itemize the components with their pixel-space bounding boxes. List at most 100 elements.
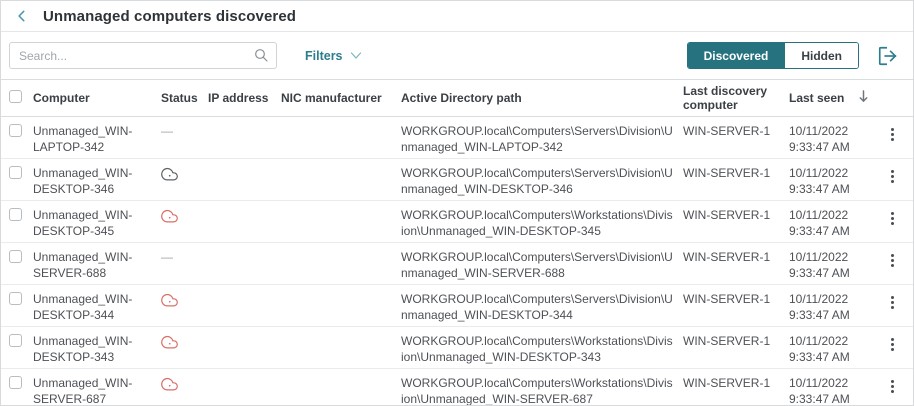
table-body: Unmanaged_WIN-LAPTOP-342 — WORKGROUP.loc…: [1, 117, 913, 405]
ad-path-cell: WORKGROUP.local\Computers\Servers\Divisi…: [401, 124, 673, 154]
last-discovery-computer-cell: WIN-SERVER-1: [683, 208, 771, 222]
row-checkbox[interactable]: [9, 166, 22, 179]
chevron-left-icon: [18, 10, 25, 22]
status-cell: —: [161, 165, 208, 185]
computer-name-cell: Unmanaged_WIN-DESKTOP-343: [33, 334, 133, 364]
last-discovery-computer-cell: WIN-SERVER-1: [683, 166, 771, 180]
column-header-last-seen[interactable]: Last seen: [789, 90, 881, 106]
last-seen-time: 9:33:47 AM: [789, 182, 850, 196]
last-discovery-computer-cell: WIN-SERVER-1: [683, 124, 771, 138]
table-header: Computer Status IP address NIC manufactu…: [1, 80, 913, 117]
status-cell: —: [161, 375, 208, 395]
row-checkbox[interactable]: [9, 208, 22, 221]
row-select-cell: [9, 333, 33, 351]
last-discovery-computer-cell: WIN-SERVER-1: [683, 334, 771, 348]
export-button[interactable]: [877, 45, 899, 67]
back-button[interactable]: [13, 7, 31, 25]
status-cell: —: [161, 207, 208, 227]
last-seen-time: 9:33:47 AM: [789, 140, 850, 154]
row-checkbox[interactable]: [9, 292, 22, 305]
column-header-last-discovery-computer[interactable]: Last discovery computer: [683, 84, 768, 112]
last-seen-date: 10/11/2022: [789, 292, 849, 306]
last-seen-date: 10/11/2022: [789, 250, 849, 264]
toggle-hidden-button[interactable]: Hidden: [784, 43, 858, 68]
row-checkbox[interactable]: [9, 124, 22, 137]
row-menu-button[interactable]: [884, 125, 900, 144]
last-seen-time: 9:33:47 AM: [789, 308, 850, 322]
last-seen-time: 9:33:47 AM: [789, 350, 850, 364]
last-seen-time: 9:33:47 AM: [789, 224, 850, 238]
row-menu-cell: [881, 207, 913, 228]
row-menu-button[interactable]: [884, 377, 900, 396]
view-toggle: Discovered Hidden: [686, 42, 859, 69]
last-discovery-computer-cell: WIN-SERVER-1: [683, 376, 771, 390]
status-none-dash: —: [161, 124, 173, 138]
toggle-discovered-button[interactable]: Discovered: [687, 43, 785, 68]
row-menu-button[interactable]: [884, 335, 900, 354]
last-seen-cell: 10/11/2022 9:33:47 AM: [789, 291, 881, 323]
computer-name-cell: Unmanaged_WIN-DESKTOP-345: [33, 208, 133, 238]
row-menu-button[interactable]: [884, 209, 900, 228]
column-header-computer[interactable]: Computer: [33, 91, 90, 105]
ad-path-cell: WORKGROUP.local\Computers\Workstations\D…: [401, 334, 673, 364]
last-seen-date: 10/11/2022: [789, 376, 849, 390]
last-seen-cell: 10/11/2022 9:33:47 AM: [789, 123, 881, 155]
title-bar: Unmanaged computers discovered: [1, 1, 913, 32]
row-select-cell: [9, 123, 33, 141]
filters-button[interactable]: Filters: [305, 48, 362, 63]
row-select-cell: [9, 375, 33, 393]
status-cell: —: [161, 333, 208, 353]
ad-path-cell: WORKGROUP.local\Computers\Workstations\D…: [401, 208, 673, 238]
last-discovery-computer-cell: WIN-SERVER-1: [683, 250, 771, 264]
table-row: Unmanaged_WIN-SERVER-687 — WORKGROUP.loc…: [1, 369, 913, 405]
column-header-ip-address[interactable]: IP address: [208, 91, 269, 105]
column-header-status[interactable]: Status: [161, 91, 198, 105]
last-seen-date: 10/11/2022: [789, 208, 849, 222]
computer-name-cell: Unmanaged_WIN-DESKTOP-346: [33, 166, 133, 196]
status-cell: —: [161, 123, 208, 139]
last-seen-date: 10/11/2022: [789, 124, 849, 138]
table-row: Unmanaged_WIN-DESKTOP-344 — WORKGROUP.lo…: [1, 285, 913, 327]
column-header-nic-manufacturer[interactable]: NIC manufacturer: [281, 91, 382, 105]
computer-name-cell: Unmanaged_WIN-SERVER-687: [33, 376, 133, 405]
last-seen-cell: 10/11/2022 9:33:47 AM: [789, 165, 881, 197]
select-all-checkbox[interactable]: [9, 90, 22, 103]
table-row: Unmanaged_WIN-DESKTOP-345 — WORKGROUP.lo…: [1, 201, 913, 243]
row-select-cell: [9, 291, 33, 309]
cloud-status-icon: [161, 167, 178, 181]
cloud-status-icon: [161, 377, 178, 391]
table-row: Unmanaged_WIN-DESKTOP-346 — WORKGROUP.lo…: [1, 159, 913, 201]
last-seen-time: 9:33:47 AM: [789, 392, 850, 405]
row-menu-cell: [881, 249, 913, 270]
ad-path-cell: WORKGROUP.local\Computers\Workstations\D…: [401, 376, 673, 405]
last-seen-date: 10/11/2022: [789, 166, 849, 180]
column-header-ad-path[interactable]: Active Directory path: [401, 91, 522, 105]
status-cell: —: [161, 291, 208, 311]
row-select-cell: [9, 249, 33, 267]
row-checkbox[interactable]: [9, 334, 22, 347]
filters-label: Filters: [305, 48, 343, 63]
row-menu-button[interactable]: [884, 167, 900, 186]
row-menu-cell: [881, 375, 913, 396]
row-menu-cell: [881, 291, 913, 312]
search-input[interactable]: [9, 42, 277, 69]
last-seen-cell: 10/11/2022 9:33:47 AM: [789, 207, 881, 239]
status-cell: —: [161, 249, 208, 265]
computer-name-cell: Unmanaged_WIN-SERVER-688: [33, 250, 133, 280]
table-row: Unmanaged_WIN-SERVER-688 — WORKGROUP.loc…: [1, 243, 913, 285]
row-menu-button[interactable]: [884, 293, 900, 312]
ad-path-cell: WORKGROUP.local\Computers\Servers\Divisi…: [401, 292, 673, 322]
row-checkbox[interactable]: [9, 250, 22, 263]
row-menu-button[interactable]: [884, 251, 900, 270]
table-row: Unmanaged_WIN-LAPTOP-342 — WORKGROUP.loc…: [1, 117, 913, 159]
last-seen-cell: 10/11/2022 9:33:47 AM: [789, 375, 881, 405]
select-all-cell: [9, 90, 33, 106]
row-checkbox[interactable]: [9, 376, 22, 389]
toolbar: Filters Discovered Hidden: [1, 32, 913, 80]
page-title: Unmanaged computers discovered: [43, 7, 297, 25]
row-select-cell: [9, 207, 33, 225]
export-icon: [878, 46, 897, 65]
last-seen-cell: 10/11/2022 9:33:47 AM: [789, 333, 881, 365]
ad-path-cell: WORKGROUP.local\Computers\Servers\Divisi…: [401, 166, 673, 196]
